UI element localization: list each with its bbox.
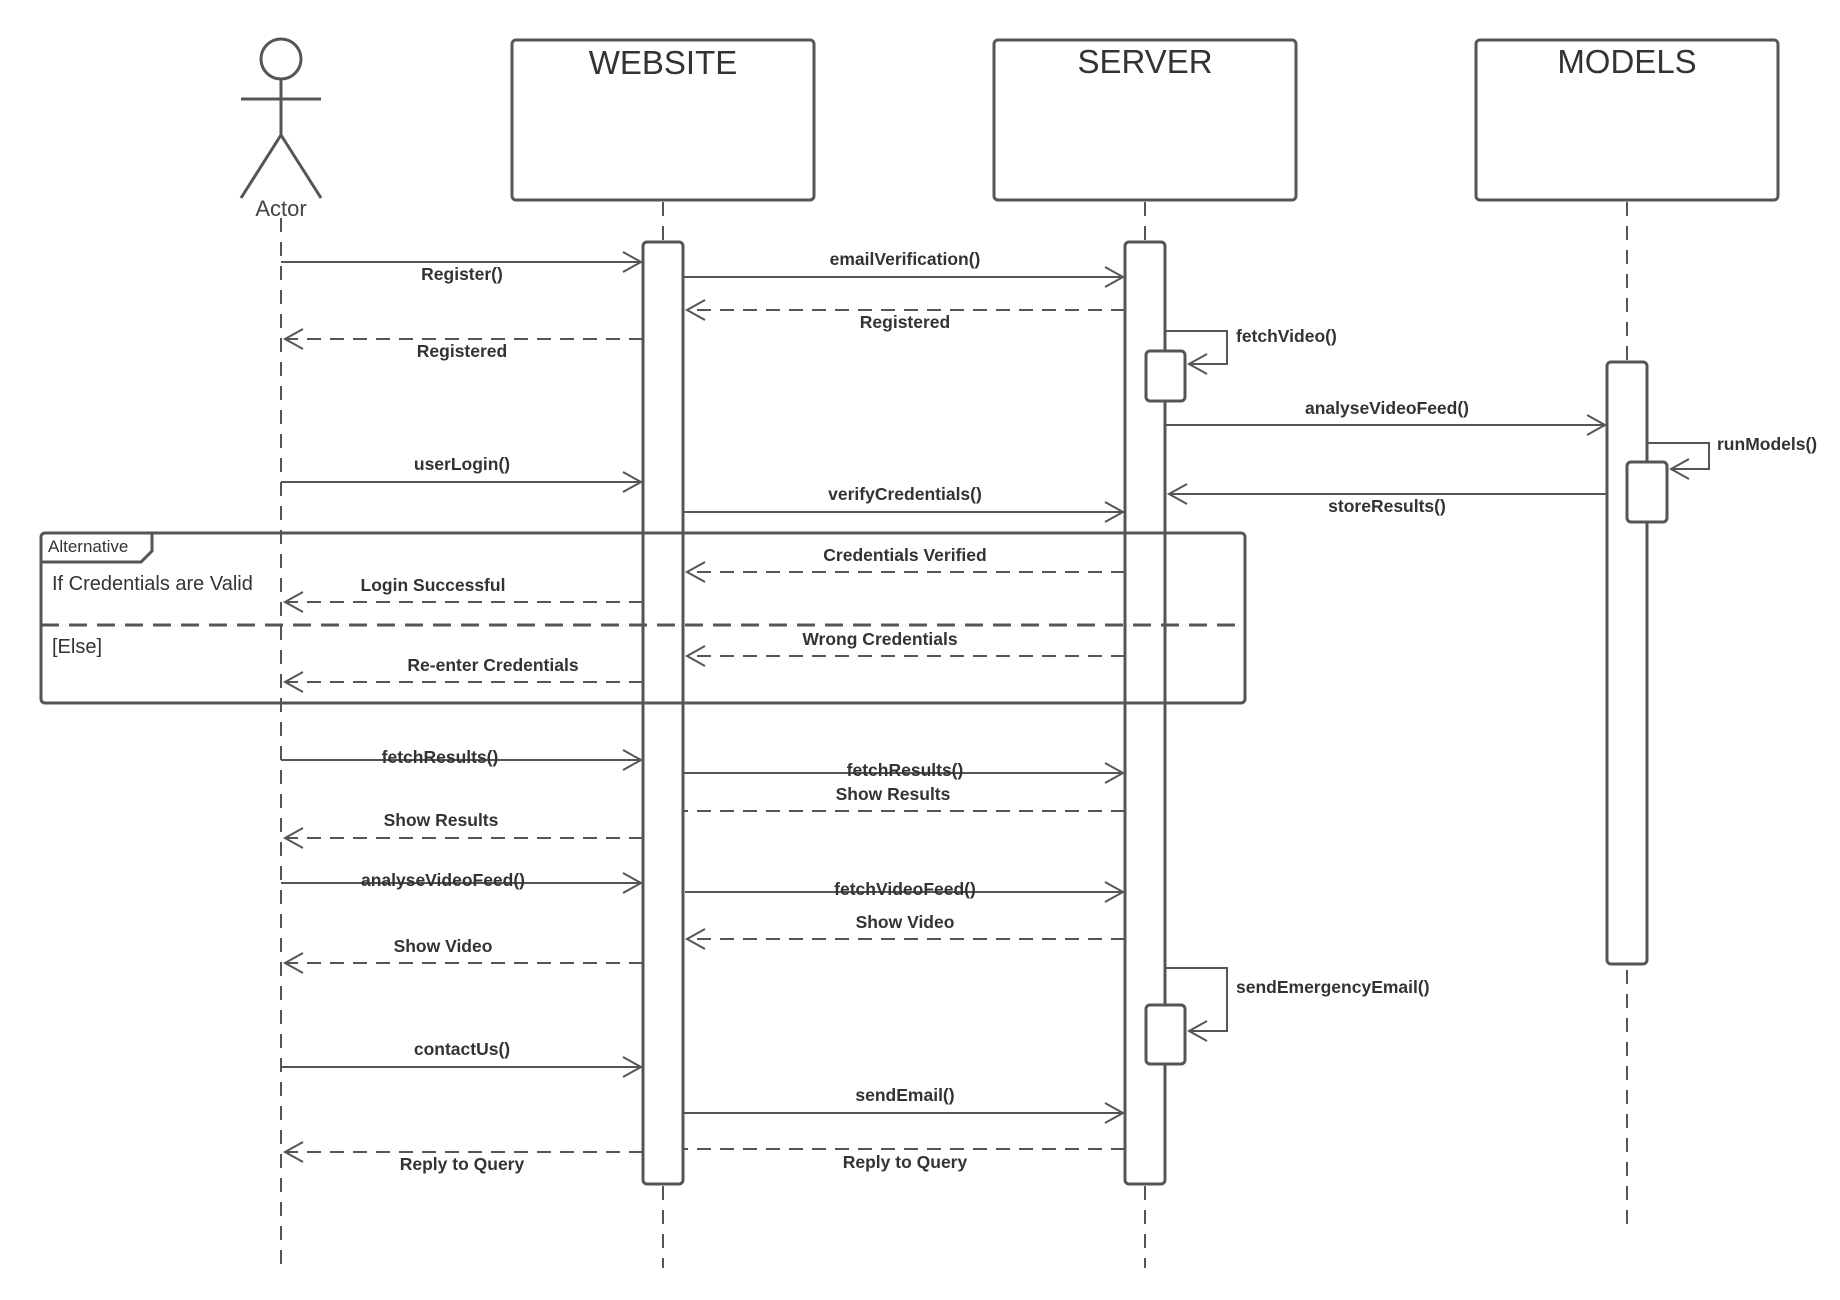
message-label: storeResults() xyxy=(1328,496,1446,516)
message-label: emailVerification() xyxy=(830,249,981,269)
message-arrow: analyseVideoFeed() xyxy=(281,870,644,894)
message-label: contactUs() xyxy=(414,1039,510,1059)
message-arrow: Wrong Credentials xyxy=(684,629,1125,667)
participant-website: WEBSITE xyxy=(510,38,816,202)
message-arrow: Register() xyxy=(281,251,644,284)
message-arrow: Reply to Query xyxy=(683,1148,1125,1172)
message-arrow: sendEmail() xyxy=(683,1085,1126,1124)
message-arrow: userLogin() xyxy=(281,454,644,493)
message-label: fetchVideoFeed() xyxy=(834,879,976,899)
message-arrow: Show Results xyxy=(683,784,1125,812)
message-arrow: fetchResults() xyxy=(281,747,644,771)
fragment-label-tab xyxy=(41,533,154,564)
message-label: sendEmail() xyxy=(855,1085,954,1105)
fragment-frame xyxy=(39,531,1247,705)
message-arrow: fetchResults() xyxy=(683,760,1126,784)
website-activation xyxy=(641,240,685,1186)
message-arrow: sendEmergencyEmail() xyxy=(1165,967,1430,1042)
message-arrow: verifyCredentials() xyxy=(683,484,1126,523)
server-emergency-activation xyxy=(1144,1003,1187,1066)
message-arrow: emailVerification() xyxy=(683,249,1126,288)
message-arrow: fetchVideo() xyxy=(1165,326,1337,375)
message-label: fetchVideo() xyxy=(1236,326,1337,346)
message-arrow: runModels() xyxy=(1647,434,1817,480)
message-label: Reply to Query xyxy=(400,1154,525,1174)
message-label: Wrong Credentials xyxy=(802,629,958,649)
actor: Actor xyxy=(239,37,323,221)
message-label: sendEmergencyEmail() xyxy=(1236,977,1430,997)
message-label: Show Video xyxy=(394,936,493,956)
participant-box xyxy=(510,38,816,202)
fragment-label: Alternative xyxy=(48,537,128,556)
message-label: Register() xyxy=(421,264,503,284)
message-label: fetchResults() xyxy=(382,747,499,767)
message-label: analyseVideoFeed() xyxy=(361,870,525,890)
models-activation xyxy=(1605,360,1649,966)
message-arrow: Show Video xyxy=(282,936,643,974)
server-activation xyxy=(1123,240,1167,1186)
actor-label: Actor xyxy=(255,196,306,221)
server-fetchvideo-activation xyxy=(1144,349,1187,403)
message-arrow: Credentials Verified xyxy=(684,545,1125,583)
message-arrow: Registered xyxy=(282,328,643,361)
message-arrow: analyseVideoFeed() xyxy=(1165,398,1608,436)
operand-guard: If Credentials are Valid xyxy=(52,573,253,595)
message-arrow: Login Successful xyxy=(282,575,643,613)
message-arrow: Re-enter Credentials xyxy=(282,655,643,693)
operand-guard: [Else] xyxy=(52,636,102,658)
activations xyxy=(641,240,1669,1186)
participant-label: MODELS xyxy=(1557,43,1696,80)
participant-label: WEBSITE xyxy=(589,44,738,81)
lifelines xyxy=(280,202,1628,1268)
message-arrow: fetchVideoFeed() xyxy=(685,879,1126,903)
alt-fragment: Alternative If Credentials are Valid [El… xyxy=(39,531,1247,705)
message-label: Show Video xyxy=(856,912,955,932)
models-runmodels-activation xyxy=(1625,460,1669,524)
stick-figure-icon xyxy=(239,37,323,199)
message-label: runModels() xyxy=(1717,434,1817,454)
message-arrow: storeResults() xyxy=(1166,483,1607,516)
message-label: Reply to Query xyxy=(843,1152,968,1172)
participant-box xyxy=(992,38,1298,202)
participant-models: MODELS xyxy=(1474,38,1780,202)
message-label: verifyCredentials() xyxy=(828,484,982,504)
message-label: userLogin() xyxy=(414,454,510,474)
message-label: Registered xyxy=(860,312,950,332)
message-label: fetchResults() xyxy=(847,760,964,780)
participant-box xyxy=(1474,38,1780,202)
message-label: Show Results xyxy=(836,784,951,804)
message-arrow: Registered xyxy=(684,299,1125,332)
message-label: analyseVideoFeed() xyxy=(1305,398,1469,418)
message-label: Registered xyxy=(417,341,507,361)
message-label: Credentials Verified xyxy=(823,545,986,565)
participant-label: SERVER xyxy=(1077,43,1212,80)
message-label: Login Successful xyxy=(361,575,506,595)
participant-server: SERVER xyxy=(992,38,1298,202)
message-arrow: contactUs() xyxy=(281,1039,644,1078)
message-arrow: Show Video xyxy=(684,912,1125,950)
messages: Register() emailVerification() Registere… xyxy=(281,249,1817,1174)
message-label: Re-enter Credentials xyxy=(407,655,578,675)
message-arrow: Reply to Query xyxy=(282,1141,643,1174)
message-label: Show Results xyxy=(384,810,499,830)
message-arrow: Show Results xyxy=(282,810,643,849)
